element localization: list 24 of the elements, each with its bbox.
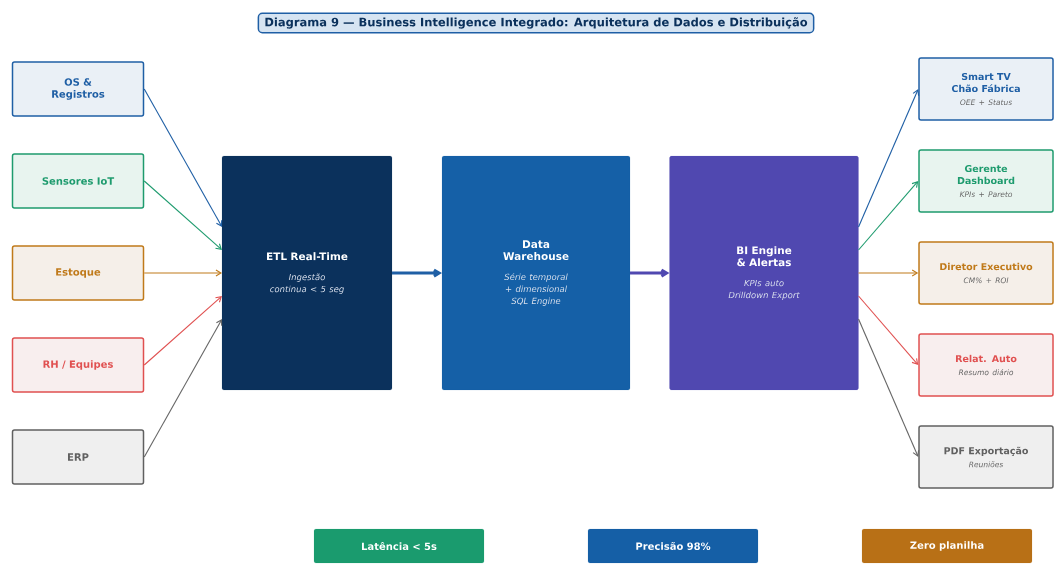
source-box: Sensores IoT (11, 153, 145, 209)
process-box: BI Engine & Alertas KPIs auto Drilldown Export (669, 155, 859, 391)
arrow (857, 295, 919, 365)
process-box: Data Warehouse Série temporal + dimensional SQL Engine (441, 155, 631, 391)
title-box: Diagrama 9 — Business Intelligence Integrado: Arquitetura de Dados e Distribuição (257, 12, 815, 34)
source-box: Estoque (11, 245, 145, 301)
metric-badge: Zero planilha (861, 528, 1033, 564)
source-box: RH / Equipes (11, 337, 145, 393)
arrow (143, 269, 222, 277)
source-box: ERP (11, 429, 145, 485)
arrow (143, 319, 223, 458)
process-box: ETL Real-Time Ingestão continua < 5 seg (221, 155, 393, 391)
arrow (143, 296, 222, 366)
arrow (143, 180, 222, 250)
arrow (143, 88, 223, 227)
arrow (857, 318, 920, 457)
arrow (392, 268, 442, 278)
arrow (857, 181, 919, 251)
metric-badge: Precisão 98% (587, 528, 759, 564)
arrow (630, 268, 670, 278)
source-box: OS & Registros (11, 61, 145, 117)
metric-badge: Latência < 5s (313, 528, 485, 564)
arrow (857, 269, 919, 277)
arrow (857, 89, 920, 228)
